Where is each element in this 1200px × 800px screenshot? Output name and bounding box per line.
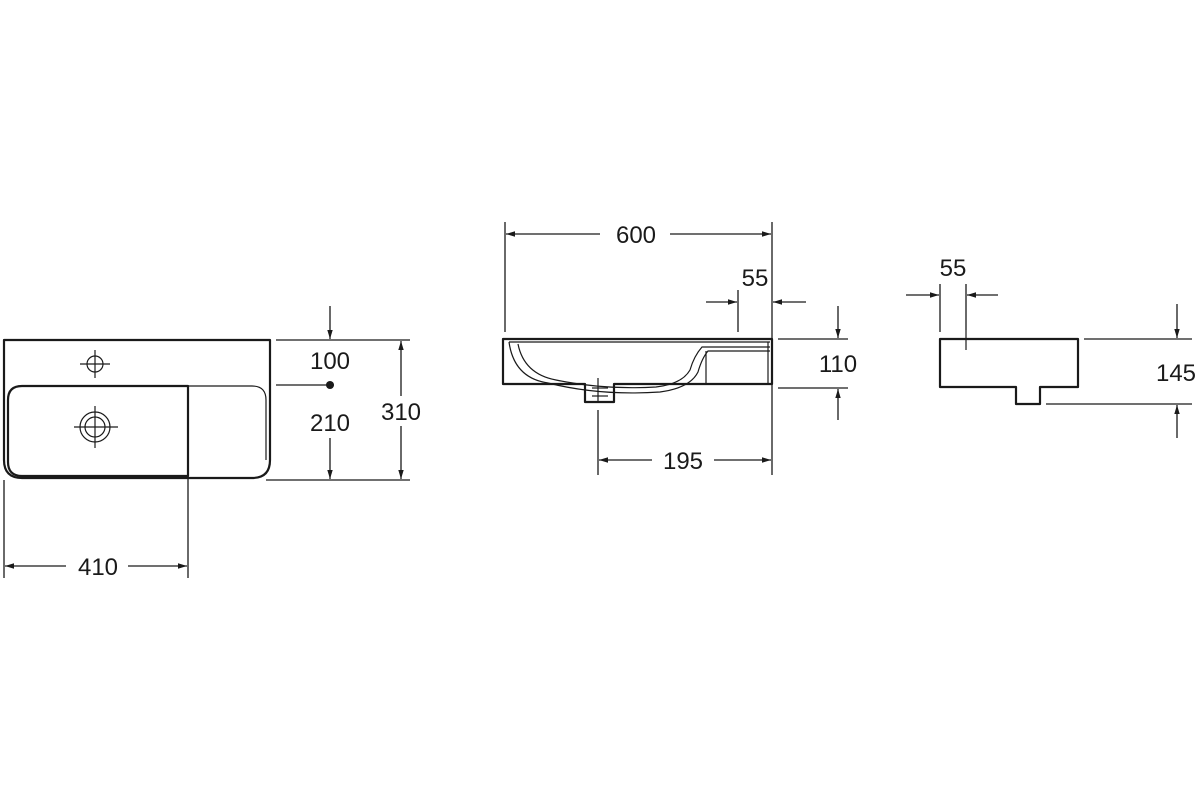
dim-side-height: 145 bbox=[1156, 360, 1196, 387]
tap-hole-symbol bbox=[80, 350, 110, 378]
basin-outline-top bbox=[2, 338, 272, 480]
front-view: 600 55 110 195 bbox=[501, 222, 857, 475]
shelf-outline-top bbox=[188, 385, 267, 460]
bowl-profile-front bbox=[508, 341, 770, 394]
tap-marker-dot bbox=[326, 381, 334, 389]
dim-shelf-edge: 55 bbox=[742, 265, 769, 292]
bowl-outline-top bbox=[6, 384, 190, 478]
dim-tap-position: 55 bbox=[940, 255, 967, 282]
drain-symbol bbox=[74, 406, 118, 448]
dim-bowl-width: 410 bbox=[78, 554, 118, 581]
dim-bowl-depth: 210 bbox=[310, 410, 350, 437]
dim-front-height: 110 bbox=[819, 351, 857, 378]
dim-overall-width: 600 bbox=[616, 222, 656, 249]
dim-overall-depth: 310 bbox=[381, 399, 421, 426]
side-view: 55 145 bbox=[906, 255, 1196, 438]
top-view: 100 210 310 410 bbox=[2, 306, 421, 581]
dim-waste-offset: 195 bbox=[663, 448, 703, 475]
bowl-profile-inner bbox=[517, 343, 770, 389]
dim-tap-offset: 100 bbox=[310, 348, 350, 375]
basin-outline-side bbox=[938, 337, 1080, 406]
